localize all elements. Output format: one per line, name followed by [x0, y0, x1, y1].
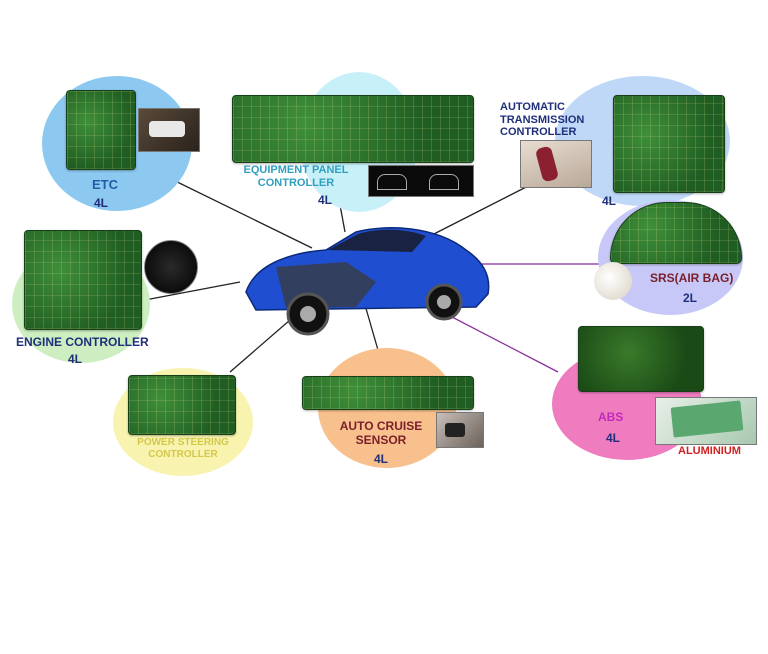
- engine-chip-photo: [144, 240, 198, 294]
- equipment-pcb-image: [232, 95, 474, 163]
- car-image: [245, 227, 490, 336]
- cruise-label-line1: AUTO CRUISE: [339, 419, 423, 433]
- equipment-label-line1: EQUIPMENT PANEL: [243, 164, 349, 176]
- display-gauge-shape: [377, 174, 407, 190]
- transmission-label-line2: TRANSMISSION: [500, 113, 585, 126]
- cruise-label-line2: SENSOR: [355, 432, 407, 447]
- equipment-layers: 4L: [318, 193, 333, 207]
- cruise-pcb-image: [302, 376, 474, 410]
- line-equipment: [339, 204, 346, 233]
- etc-layers: 4L: [94, 196, 109, 210]
- transmission-label-line3: CONTROLLER: [500, 126, 577, 139]
- car-rear-hub: [437, 295, 451, 309]
- srs-airbag-photo: [594, 262, 632, 300]
- srs-label: SRS(AIR BAG): [650, 271, 734, 285]
- transmission-shifter-photo: [520, 140, 592, 188]
- abs-layers: 4L: [606, 431, 621, 445]
- aluminium-board-shape: [670, 400, 744, 438]
- steering-pcb-image: [128, 375, 236, 435]
- steering-label-line1: POWER STEERING: [137, 437, 229, 448]
- transmission-label: AUTOMATIC TRANSMISSION CONTROLLER: [500, 101, 584, 139]
- abs-label: ABS: [598, 410, 624, 424]
- display-gauge-shape-2: [429, 174, 459, 190]
- engine-layers: 4L: [68, 352, 83, 366]
- line-engine: [144, 281, 241, 301]
- engine-pcb-image: [24, 230, 142, 330]
- etc-pcb-image: [66, 90, 136, 170]
- steering-label: POWER STEERING CONTROLLER: [122, 437, 244, 460]
- transmission-layers: 4L: [602, 194, 617, 208]
- shifter-knob-shape: [534, 145, 560, 183]
- steering-label-line2: CONTROLLER: [148, 448, 218, 460]
- etc-throttle-photo: [138, 108, 200, 152]
- line-steering: [229, 319, 291, 373]
- engine-label: ENGINE CONTROLLER: [16, 335, 149, 349]
- equipment-display-photo: [368, 165, 474, 197]
- cruise-sensor-shape: [445, 423, 465, 437]
- car-windshield: [328, 229, 426, 252]
- abs-aluminium-photo: [655, 397, 757, 445]
- cruise-label: AUTO CRUISE SENSOR: [330, 419, 432, 448]
- cruise-sensor-photo: [436, 412, 484, 448]
- equipment-label-line2: CONTROLLER: [257, 176, 335, 189]
- abs-pcb-image: [578, 326, 704, 392]
- srs-pcb-image: [610, 202, 742, 264]
- abs-aluminium-label: ALUMINIUM: [678, 445, 741, 457]
- transmission-pcb-image: [613, 95, 725, 193]
- throttle-body-shape: [149, 121, 185, 137]
- line-cruise: [364, 304, 379, 351]
- srs-layers: 2L: [683, 291, 698, 305]
- etc-label: ETC: [92, 177, 118, 192]
- cruise-layers: 4L: [374, 452, 389, 466]
- line-etc: [164, 175, 313, 249]
- equipment-label: EQUIPMENT PANEL CONTROLLER: [232, 164, 360, 189]
- transmission-label-line1: AUTOMATIC: [500, 101, 565, 113]
- car-front-hub: [300, 306, 316, 322]
- line-transmission: [429, 179, 541, 237]
